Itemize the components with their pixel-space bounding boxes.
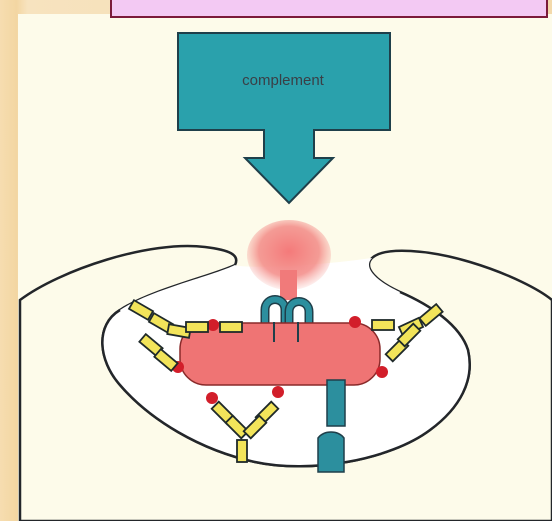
target-cell xyxy=(180,323,380,385)
complement-label: complement xyxy=(242,72,325,89)
complement-arrow: complement xyxy=(178,33,390,203)
